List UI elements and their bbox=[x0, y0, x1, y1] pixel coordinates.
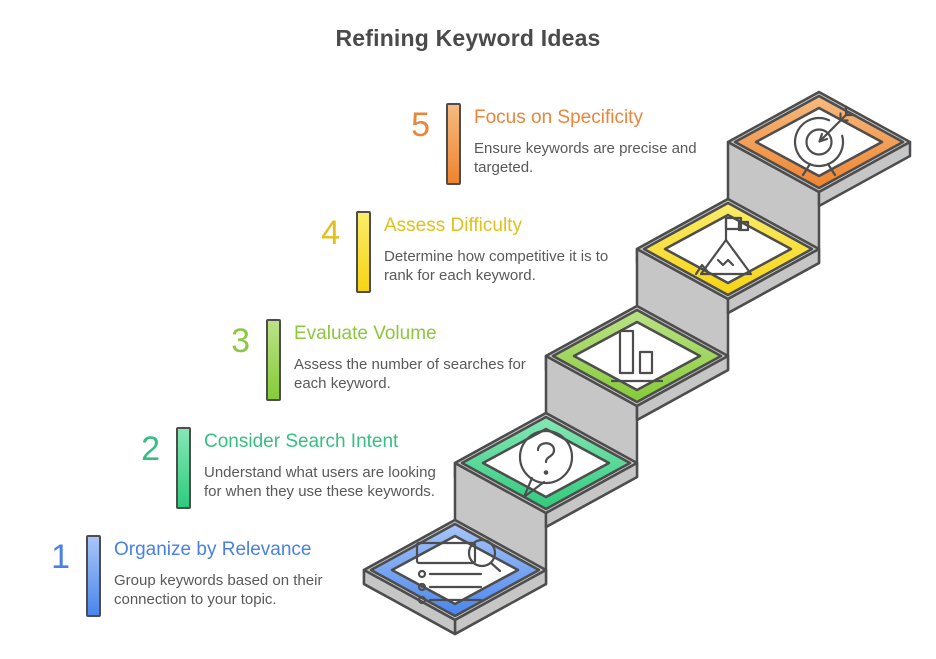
step-row-1: 1 Organize by Relevance Group keywords b… bbox=[30, 532, 332, 617]
step-description: Understand what users are looking for wh… bbox=[204, 463, 436, 500]
step-row-4: 4 Assess Difficulty Determine how compet… bbox=[300, 208, 632, 293]
step-tile-1 bbox=[362, 518, 548, 636]
step-description: Assess the number of searches for each k… bbox=[294, 355, 526, 392]
step-number: 5 bbox=[411, 106, 430, 144]
step-accent-bar bbox=[86, 535, 101, 617]
page-title: Refining Keyword Ideas bbox=[335, 25, 601, 51]
step-tile-3 bbox=[544, 304, 730, 422]
step-accent-bar bbox=[356, 211, 371, 293]
step-row-2: 2 Consider Search Intent Understand what… bbox=[120, 424, 454, 509]
step-description: Ensure keywords are precise and targeted… bbox=[474, 139, 697, 176]
step-description: Group keywords based on their connection… bbox=[114, 571, 323, 608]
step-number: 2 bbox=[141, 430, 160, 468]
step-number: 3 bbox=[231, 322, 250, 360]
step-row-3: 3 Evaluate Volume Assess the number of s… bbox=[210, 316, 539, 401]
step-accent-bar bbox=[176, 427, 191, 509]
step-tile-4 bbox=[635, 197, 821, 315]
step-tile-2 bbox=[453, 411, 639, 529]
step-row-5: 5 Focus on Specificity Ensure keywords a… bbox=[390, 100, 704, 185]
step-number: 1 bbox=[51, 538, 70, 576]
step-title: Focus on Specificity bbox=[474, 107, 643, 128]
step-title: Organize by Relevance bbox=[114, 539, 312, 560]
step-accent-bar bbox=[446, 103, 461, 185]
list-search-icon bbox=[415, 538, 502, 605]
step-description: Determine how competitive it is to rank … bbox=[384, 247, 609, 284]
step-title: Assess Difficulty bbox=[384, 215, 522, 236]
mountain-flag-icon bbox=[694, 216, 753, 276]
bar-chart-icon bbox=[610, 329, 664, 383]
question-bubble-icon bbox=[518, 429, 574, 499]
step-tile-5 bbox=[726, 90, 912, 208]
target-arrow-icon bbox=[793, 105, 856, 177]
step-title: Evaluate Volume bbox=[294, 323, 437, 344]
step-number: 4 bbox=[321, 214, 340, 252]
step-accent-bar bbox=[266, 319, 281, 401]
step-title: Consider Search Intent bbox=[204, 431, 399, 452]
